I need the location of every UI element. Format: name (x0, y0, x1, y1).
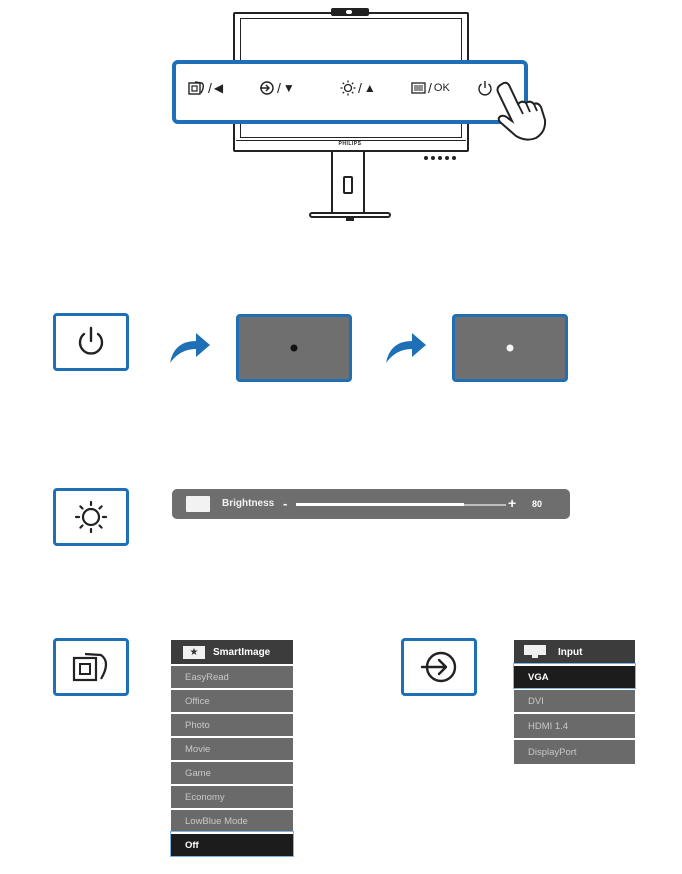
power-led-on (506, 344, 514, 352)
brightness-osd-icon (186, 496, 210, 512)
webcam-lens (346, 10, 352, 14)
down-arrow-icon: ▼ (282, 81, 295, 95)
smartimage-icon (72, 652, 108, 682)
input-icon (260, 81, 274, 95)
smartimage-option[interactable]: Office (171, 688, 293, 712)
up-arrow-icon: ▲ (363, 81, 376, 95)
brand-logo: PHILIPS (338, 141, 362, 147)
cable-slot (343, 176, 353, 194)
power-icon (78, 326, 104, 355)
left-arrow-icon: ◀ (213, 81, 224, 95)
smartimage-option[interactable]: EasyRead (171, 664, 293, 688)
smartimage-button-large[interactable] (53, 638, 129, 696)
smartimage-option[interactable]: Photo (171, 712, 293, 736)
brightness-slider-fill (296, 503, 464, 506)
star-icon: ★ (183, 645, 205, 659)
monitor-bezel (236, 140, 466, 151)
smartimage-option[interactable]: Game (171, 760, 293, 784)
input-menu-header: Input (514, 640, 635, 664)
key-separator: / (358, 80, 362, 96)
key-power[interactable] (477, 80, 493, 96)
key-input-down[interactable]: / ▼ (259, 80, 295, 96)
brightness-decrease[interactable]: - (283, 496, 288, 511)
brightness-value: 80 (532, 499, 543, 509)
key-menu-ok[interactable]: / OK (411, 80, 450, 96)
brightness-increase[interactable]: + (508, 495, 517, 511)
input-option-selected[interactable]: VGA (513, 663, 636, 689)
screen-led-on-state (452, 314, 568, 382)
key-brightness-up[interactable]: / ▲ (340, 80, 376, 96)
curved-arrow-icon (386, 333, 426, 363)
stand-foot (346, 218, 354, 221)
smartimage-option[interactable]: Movie (171, 736, 293, 760)
power-button-large[interactable] (53, 313, 129, 371)
menu-icon (411, 82, 426, 94)
key-smartimage-left[interactable]: / ◀ (188, 80, 223, 96)
input-option[interactable]: DisplayPort (514, 738, 635, 764)
monitor-stand-neck (331, 152, 365, 212)
brightness-icon (340, 80, 356, 96)
power-icon (478, 81, 492, 96)
bezel-buttons (424, 147, 468, 160)
smartimage-option[interactable]: Economy (171, 784, 293, 808)
brightness-label: Brightness (222, 498, 275, 509)
control-keys-panel (172, 60, 528, 124)
screen-led-off-state (236, 314, 352, 382)
key-separator: / (208, 80, 212, 96)
input-option[interactable]: HDMI 1.4 (514, 712, 635, 738)
smartimage-option-selected[interactable]: Off (170, 831, 294, 857)
brightness-button-large[interactable] (53, 488, 129, 546)
smartimage-option[interactable]: LowBlue Mode (171, 808, 293, 832)
key-separator: / (428, 80, 432, 96)
smartimage-menu-header: ★ SmartImage (171, 640, 293, 664)
curved-arrow-icon (170, 333, 210, 363)
brightness-icon (74, 500, 108, 534)
input-icon (420, 651, 457, 683)
input-button-large[interactable] (401, 638, 477, 696)
power-led-off (290, 344, 298, 352)
monitor-stand-base (309, 212, 391, 218)
input-menu: Input VGA DVI HDMI 1.4 DisplayPort (513, 640, 636, 764)
ok-label: OK (433, 82, 450, 94)
smartimage-menu: ★ SmartImage EasyRead Office Photo Movie… (170, 640, 294, 857)
input-option[interactable]: DVI (514, 688, 635, 712)
smartimage-menu-title: SmartImage (213, 646, 271, 658)
monitor-icon (524, 645, 546, 658)
pointing-hand-icon (496, 81, 547, 141)
smartimage-icon (188, 81, 204, 95)
input-menu-title: Input (558, 646, 583, 658)
key-separator: / (277, 80, 281, 96)
